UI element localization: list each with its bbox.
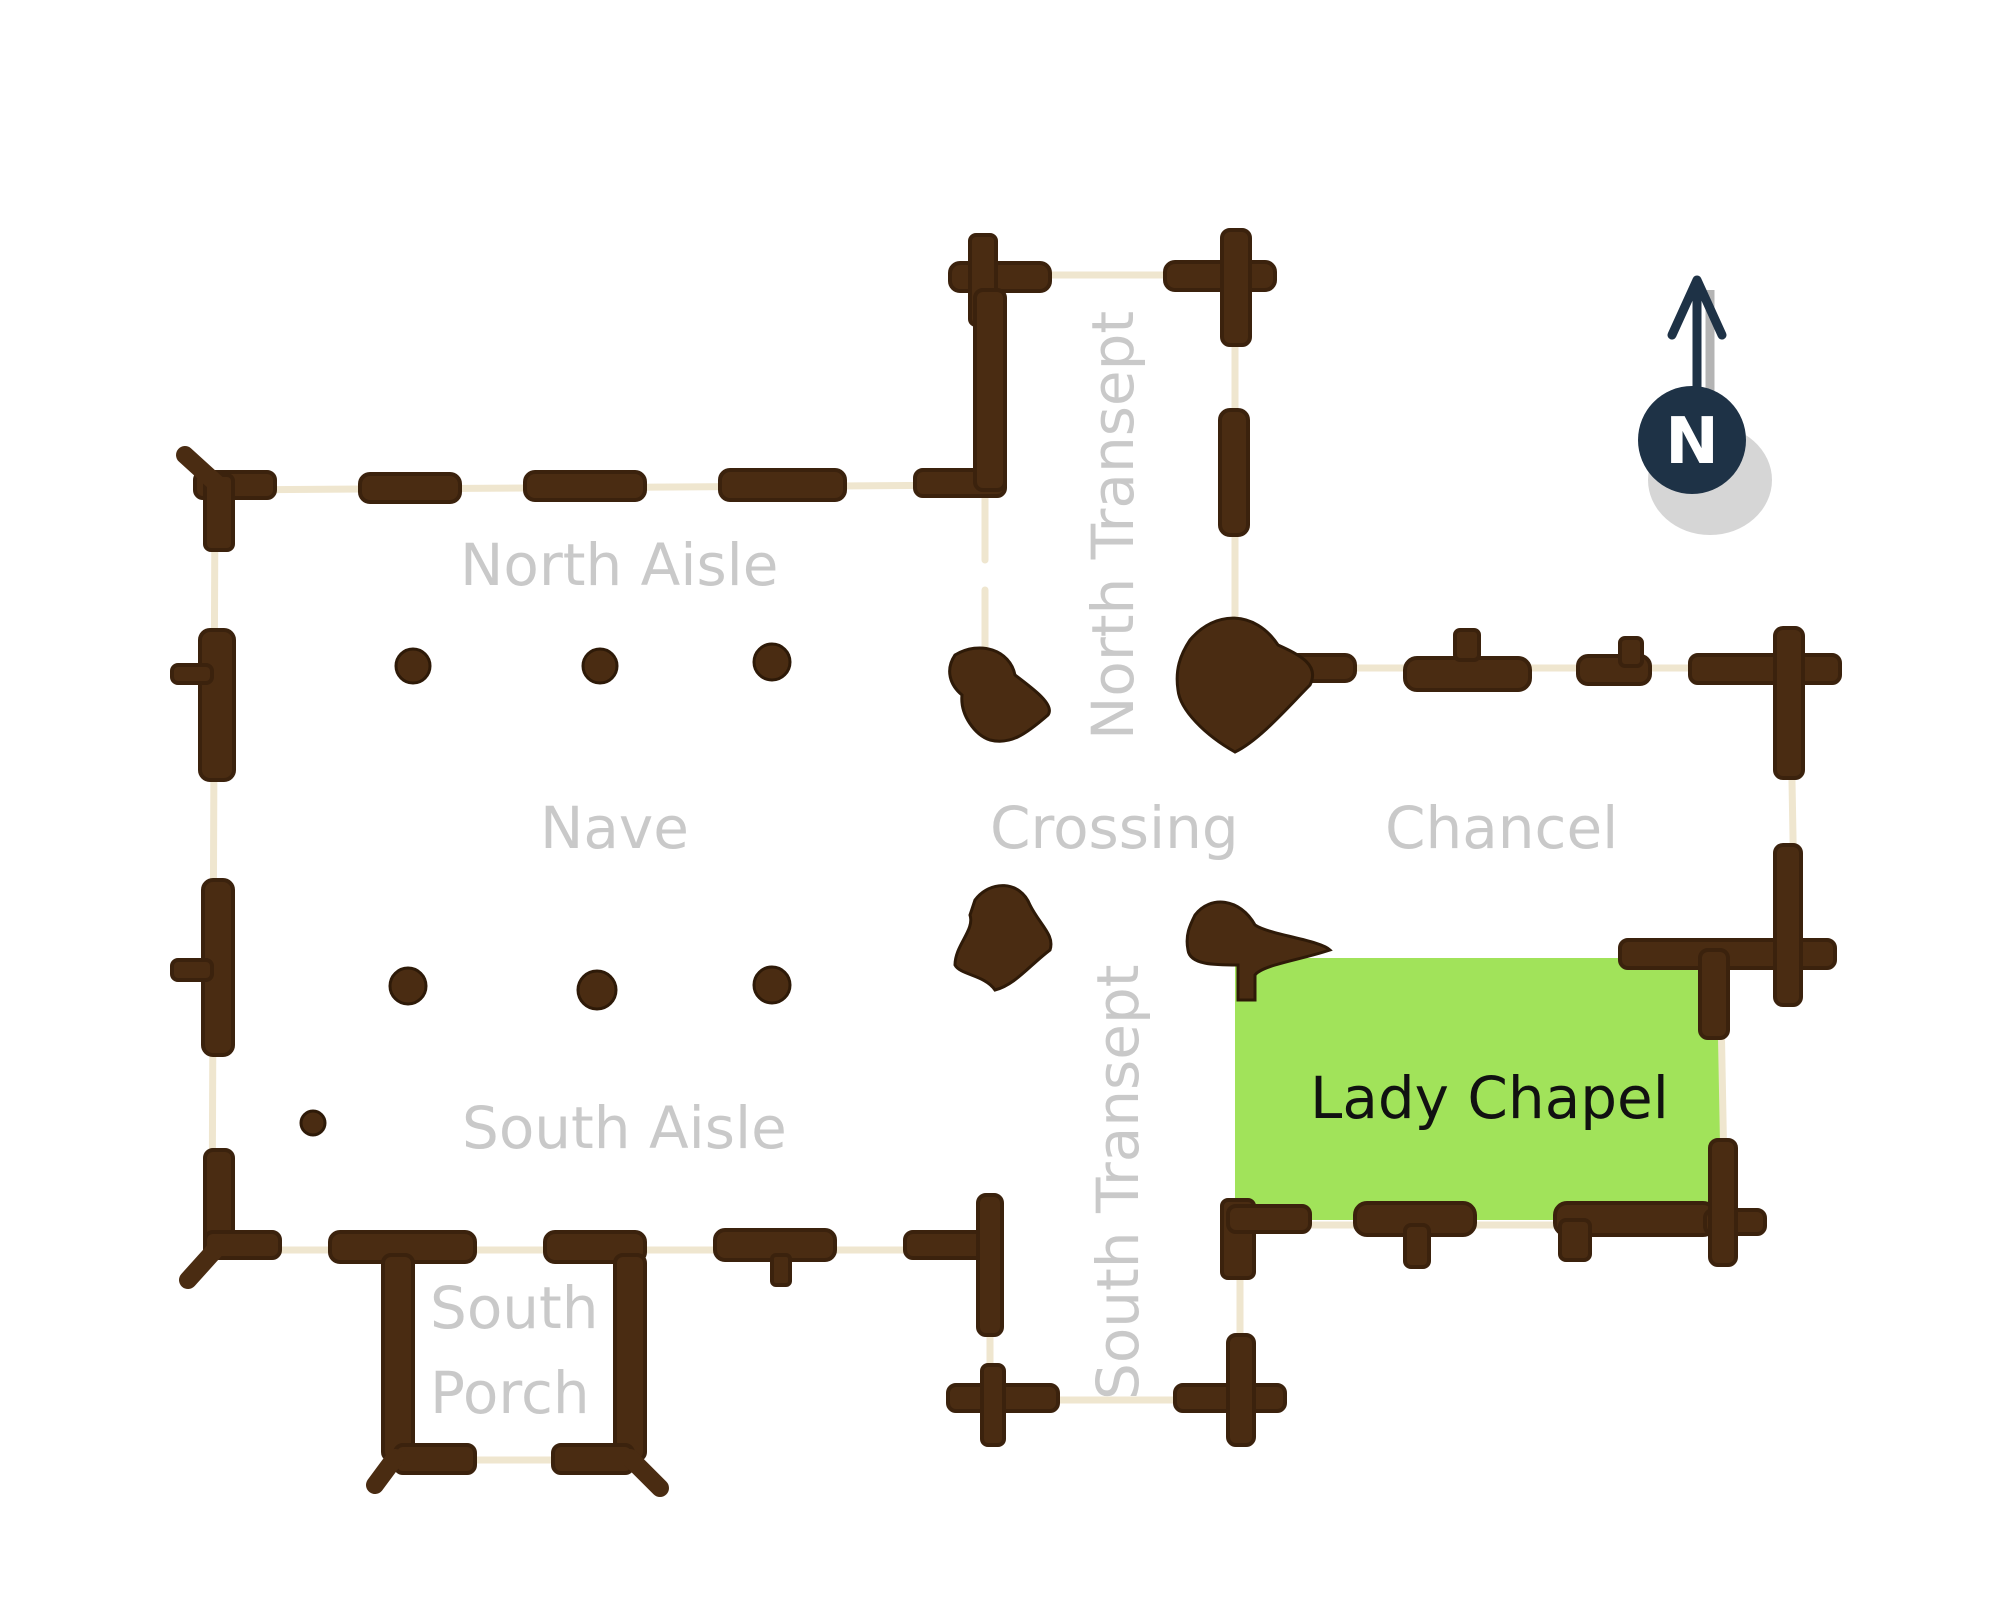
label-south-aisle: South Aisle bbox=[462, 1094, 787, 1162]
north-arrow-icon: N bbox=[1638, 275, 1772, 535]
label-chancel: Chancel bbox=[1385, 794, 1618, 862]
label-lady-chapel: Lady Chapel bbox=[1310, 1064, 1669, 1132]
label-south-porch-line1: South bbox=[430, 1274, 599, 1342]
lady-chapel-area[interactable] bbox=[1235, 958, 1720, 1220]
label-south-transept: South Transept bbox=[1084, 964, 1152, 1400]
label-nave: Nave bbox=[540, 794, 689, 862]
label-south-porch-line2: Porch bbox=[430, 1359, 590, 1427]
compass-letter: N bbox=[1665, 405, 1719, 479]
label-north-aisle: North Aisle bbox=[460, 531, 778, 599]
label-north-transept: North Transept bbox=[1079, 311, 1147, 740]
crossing-piers bbox=[948, 616, 1333, 1002]
nave-piers bbox=[299, 642, 792, 1137]
label-crossing: Crossing bbox=[990, 794, 1239, 862]
walls bbox=[170, 228, 1842, 1497]
